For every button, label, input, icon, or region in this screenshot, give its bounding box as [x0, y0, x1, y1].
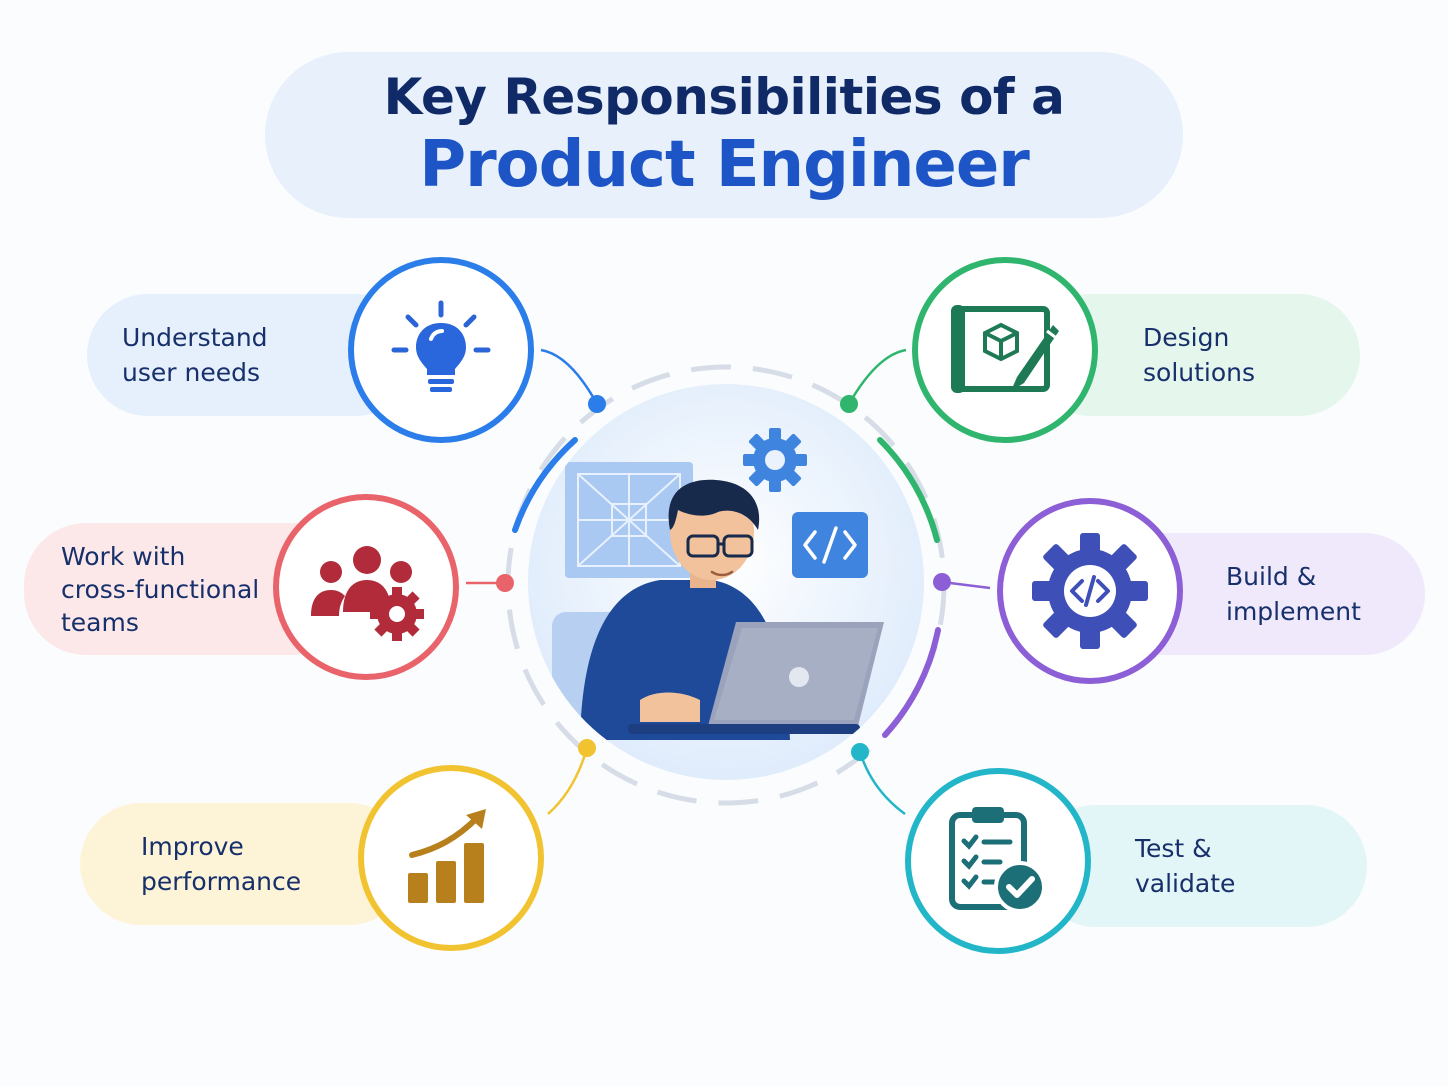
responsibility-label-line: Work with: [61, 541, 186, 571]
connector-understand: [540, 348, 599, 405]
team-icon-circle: [273, 494, 459, 680]
responsibility-label-line: Design: [1143, 323, 1230, 352]
title-line-1: Key Responsibilities of a: [383, 68, 1065, 126]
center-ring: [505, 364, 947, 806]
clipboard-icon-circle: [905, 768, 1091, 954]
responsibility-label-line: user needs: [122, 358, 260, 387]
ring-arc-green: [877, 437, 940, 543]
connector-test: [858, 751, 906, 816]
clipboard-check-icon: [949, 807, 1046, 913]
responsibility-label-line: Build &: [1226, 562, 1317, 591]
connector-dot-build: [933, 573, 951, 591]
responsibility-label-line: Test &: [1135, 834, 1212, 863]
responsibility-improve-performance: Improve performance: [80, 803, 410, 925]
connector-design: [847, 348, 907, 405]
responsibility-label-line: cross-functional: [61, 574, 260, 604]
responsibility-label-line: performance: [141, 867, 302, 896]
connector-improve: [547, 747, 589, 815]
responsibility-label-line: validate: [1135, 869, 1236, 898]
connector-dot-understand: [588, 395, 606, 413]
blueprint-pencil-icon: [951, 305, 1059, 393]
responsibility-label-line: Understand: [122, 323, 268, 352]
lightbulb-icon: [391, 300, 491, 392]
title-line-2: Product Engineer: [419, 128, 1030, 202]
responsibility-label-line: implement: [1226, 597, 1361, 626]
blueprint-icon-circle: [912, 257, 1098, 443]
ring-arc-purple: [882, 627, 941, 738]
responsibility-label-line: teams: [61, 607, 139, 637]
connector-dot-test: [851, 743, 869, 761]
code-gear-icon: [1032, 533, 1148, 649]
team-gear-icon: [311, 546, 424, 641]
responsibility-label-line: Improve: [141, 832, 244, 861]
responsibility-label-line: solutions: [1143, 358, 1256, 387]
lightbulb-icon-circle: [348, 257, 534, 443]
growth-icon-circle: [358, 765, 544, 951]
code-gear-icon-circle: [997, 498, 1183, 684]
title-banner: Key Responsibilities of a Product Engine…: [265, 52, 1183, 218]
growth-chart-icon: [408, 809, 486, 903]
ring-arc-blue: [512, 437, 578, 533]
connector-dot-teams: [496, 574, 514, 592]
connector-dot-design: [840, 395, 858, 413]
connector-dot-improve: [578, 739, 596, 757]
